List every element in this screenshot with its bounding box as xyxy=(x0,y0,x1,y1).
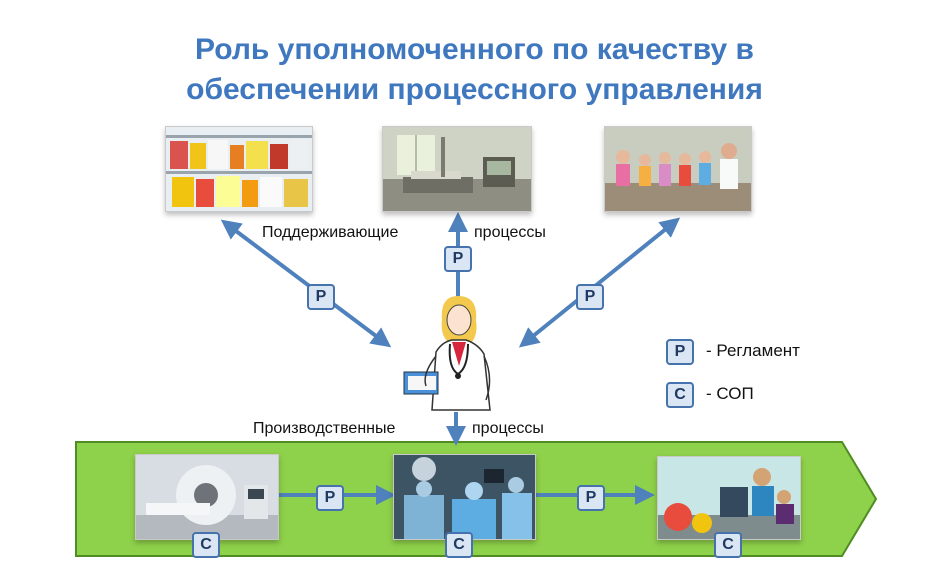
arrow-to-children xyxy=(518,217,681,348)
production-processes-label-word2: процессы xyxy=(472,420,544,437)
regulation-badge-ct-surgery: Р xyxy=(316,485,344,511)
legend-regulation-badge: Р xyxy=(666,339,694,365)
pharmacy-photo xyxy=(165,126,313,212)
sop-badge-surgery: С xyxy=(445,532,473,558)
quality-officer-figure xyxy=(392,290,522,414)
production-processes-label-word1: Производственные xyxy=(253,420,396,437)
sop-badge-rehab: С xyxy=(714,532,742,558)
children-group-photo xyxy=(604,126,752,212)
ct-scanner-photo xyxy=(135,454,279,540)
regulation-badge-surgery-rehab: Р xyxy=(577,485,605,511)
rehabilitation-photo xyxy=(657,456,801,540)
regulation-badge-pharmacy: Р xyxy=(307,284,335,310)
regulation-badge-children: Р xyxy=(576,284,604,310)
title-line-1: Роль уполномоченного по качеству в xyxy=(195,33,754,66)
legend-regulation-text: - Регламент xyxy=(706,341,800,360)
support-processes-label-word2: процессы xyxy=(474,224,546,241)
title-line-2: обеспечении процессного управления xyxy=(186,73,763,106)
surgery-photo xyxy=(393,454,536,540)
legend-sop-badge: С xyxy=(666,382,694,408)
legend-sop-text: - СОП xyxy=(706,384,754,403)
sop-badge-ct: С xyxy=(192,532,220,558)
arrow-to-pharmacy xyxy=(220,219,392,348)
hospital-ward-photo xyxy=(382,126,532,212)
support-processes-label-word1: Поддерживающие xyxy=(262,224,399,241)
regulation-badge-ward: Р xyxy=(444,246,472,272)
slide-title: Роль уполномоченного по качеству в обесп… xyxy=(0,30,949,110)
